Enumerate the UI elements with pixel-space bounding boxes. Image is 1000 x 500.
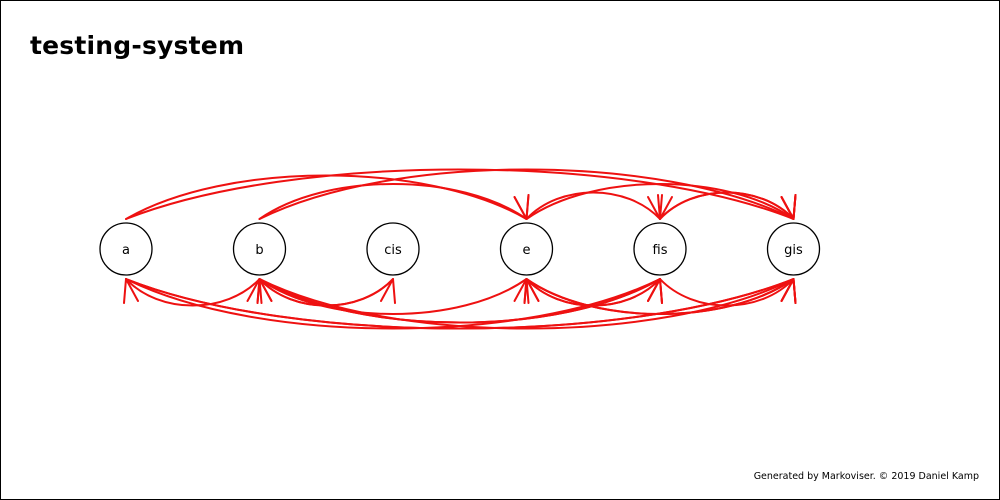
node-e: e [499, 222, 554, 276]
edge-top-e-to-fis [525, 191, 661, 220]
node-label-e: e [523, 243, 531, 258]
node-cis: cis [366, 222, 420, 276]
edge-bottom-cis-to-b [258, 278, 394, 307]
node-circle-cis [366, 222, 420, 276]
node-label-a: a [122, 243, 130, 258]
edge-top-gis-to-fis [659, 191, 795, 220]
footer-credit: Generated by Markoviser. © 2019 Daniel K… [753, 471, 979, 482]
node-label-gis: gis [784, 243, 803, 258]
arrowhead-bottom-fis-to-b [256, 278, 273, 304]
node-circle-e [499, 222, 554, 276]
node-label-b: b [255, 243, 263, 258]
node-a: a [99, 222, 153, 276]
edge-bottom-a-to-fis [125, 278, 661, 330]
edge-bottom-b-to-cis [258, 278, 394, 307]
node-fis: fis [633, 222, 687, 276]
page-title: testing-system [30, 31, 245, 60]
edge-bottom-gis-to-a [125, 278, 795, 330]
edges-layer [123, 168, 797, 330]
node-label-cis: cis [384, 243, 402, 258]
node-label-fis: fis [653, 243, 668, 258]
node-circle-b [232, 222, 287, 276]
nodes-layer: a b cis e fis gis [99, 222, 821, 276]
edge-top-a-to-gis [125, 168, 795, 220]
edge-top-b-to-e [258, 182, 528, 220]
arrowhead-top-gis-to-fis [657, 194, 673, 220]
edge-bottom-gis-to-e [525, 278, 795, 316]
edge-bottom-e-to-fis [525, 278, 661, 307]
node-circle-gis [766, 222, 821, 276]
arrowhead-bottom-gis-to-e [523, 278, 540, 304]
edge-bottom-b-to-fis [258, 278, 661, 324]
edge-bottom-fis-to-b [258, 278, 661, 324]
node-gis: gis [766, 222, 821, 276]
node-b: b [232, 222, 287, 276]
edge-top-fis-to-gis [659, 191, 795, 220]
edge-bottom-fis-to-gis [659, 278, 795, 307]
edge-bottom-a-to-gis [125, 278, 795, 330]
edge-top-a-to-e [125, 174, 528, 220]
edge-bottom-b-to-e [258, 278, 528, 316]
edge-bottom-fis-to-e [525, 278, 661, 307]
arrowhead-bottom-gis-to-a [123, 278, 139, 304]
edge-bottom-b-to-gis [258, 278, 795, 330]
node-circle-fis [633, 222, 687, 276]
edge-top-b-to-gis [258, 168, 795, 220]
edge-bottom-a-to-b [125, 278, 261, 307]
edge-top-e-to-gis [525, 182, 795, 220]
node-circle-a [99, 222, 153, 276]
